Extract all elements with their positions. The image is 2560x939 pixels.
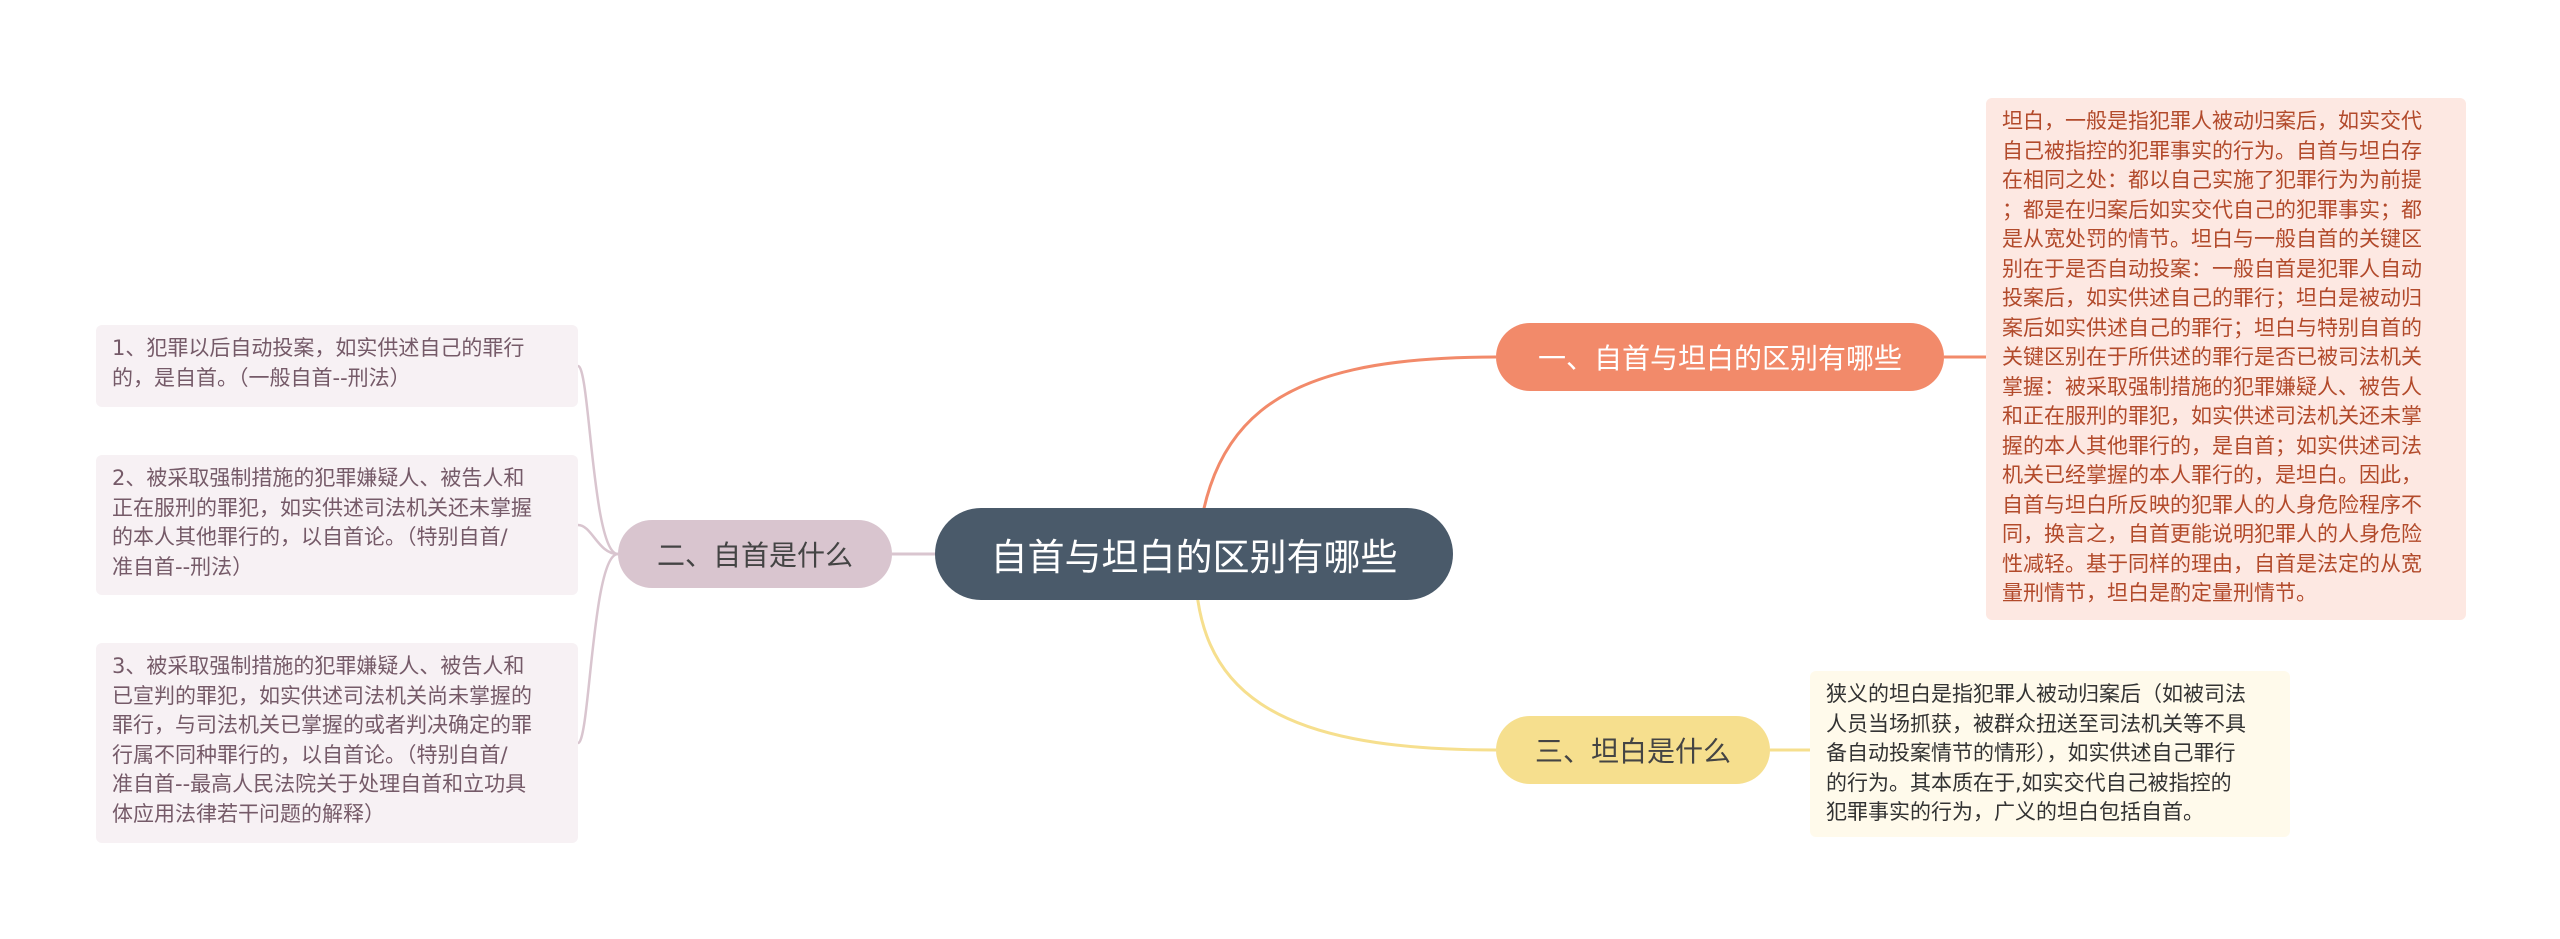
branch-topic-what-is-tanbai[interactable]: 三、坦白是什么 <box>1496 716 1770 784</box>
leaf-note-special-zishou-criminal-law[interactable]: 2、被采取强制措施的犯罪嫌疑人、被告人和 正在服刑的罪犯，如实供述司法机关还未掌… <box>96 455 578 595</box>
leaf-note-tanbai-definition[interactable]: 狭义的坦白是指犯罪人被动归案后（如被司法 人员当场抓获，被群众扭送至司法机关等不… <box>1810 671 2290 837</box>
connector-root-to-branch-3 <box>1193 559 1497 752</box>
branch-topic-what-is-zishou[interactable]: 二、自首是什么 <box>618 520 892 588</box>
connector-branch-2-to-leaf-2 <box>577 523 619 556</box>
connector-branch-2-to-leaf-1 <box>576 364 619 556</box>
leaf-note-difference[interactable]: 坦白，一般是指犯罪人被动归案后，如实交代 自己被指控的犯罪事实的行为。自首与坦白… <box>1986 98 2466 620</box>
branch-topic-label: 三、坦白是什么 <box>1534 735 1731 768</box>
branch-topic-difference[interactable]: 一、自首与坦白的区别有哪些 <box>1496 323 1944 391</box>
branch-topic-label: 一、自首与坦白的区别有哪些 <box>1537 342 1902 375</box>
root-topic[interactable]: 自首与坦白的区别有哪些 <box>935 508 1453 600</box>
root-topic-label: 自首与坦白的区别有哪些 <box>990 536 1398 579</box>
leaf-note-general-zishou[interactable]: 1、犯罪以后自动投案，如实供述自己的罪行 的，是自首。（一般自首--刑法） <box>96 325 578 407</box>
branch-topic-label: 二、自首是什么 <box>656 539 853 572</box>
leaf-note-special-zishou-judicial-interpretation[interactable]: 3、被采取强制措施的犯罪嫌疑人、被告人和 已宣判的罪犯，如实供述司法机关尚未掌握… <box>96 643 578 843</box>
connector-branch-2-to-leaf-3 <box>576 552 619 745</box>
